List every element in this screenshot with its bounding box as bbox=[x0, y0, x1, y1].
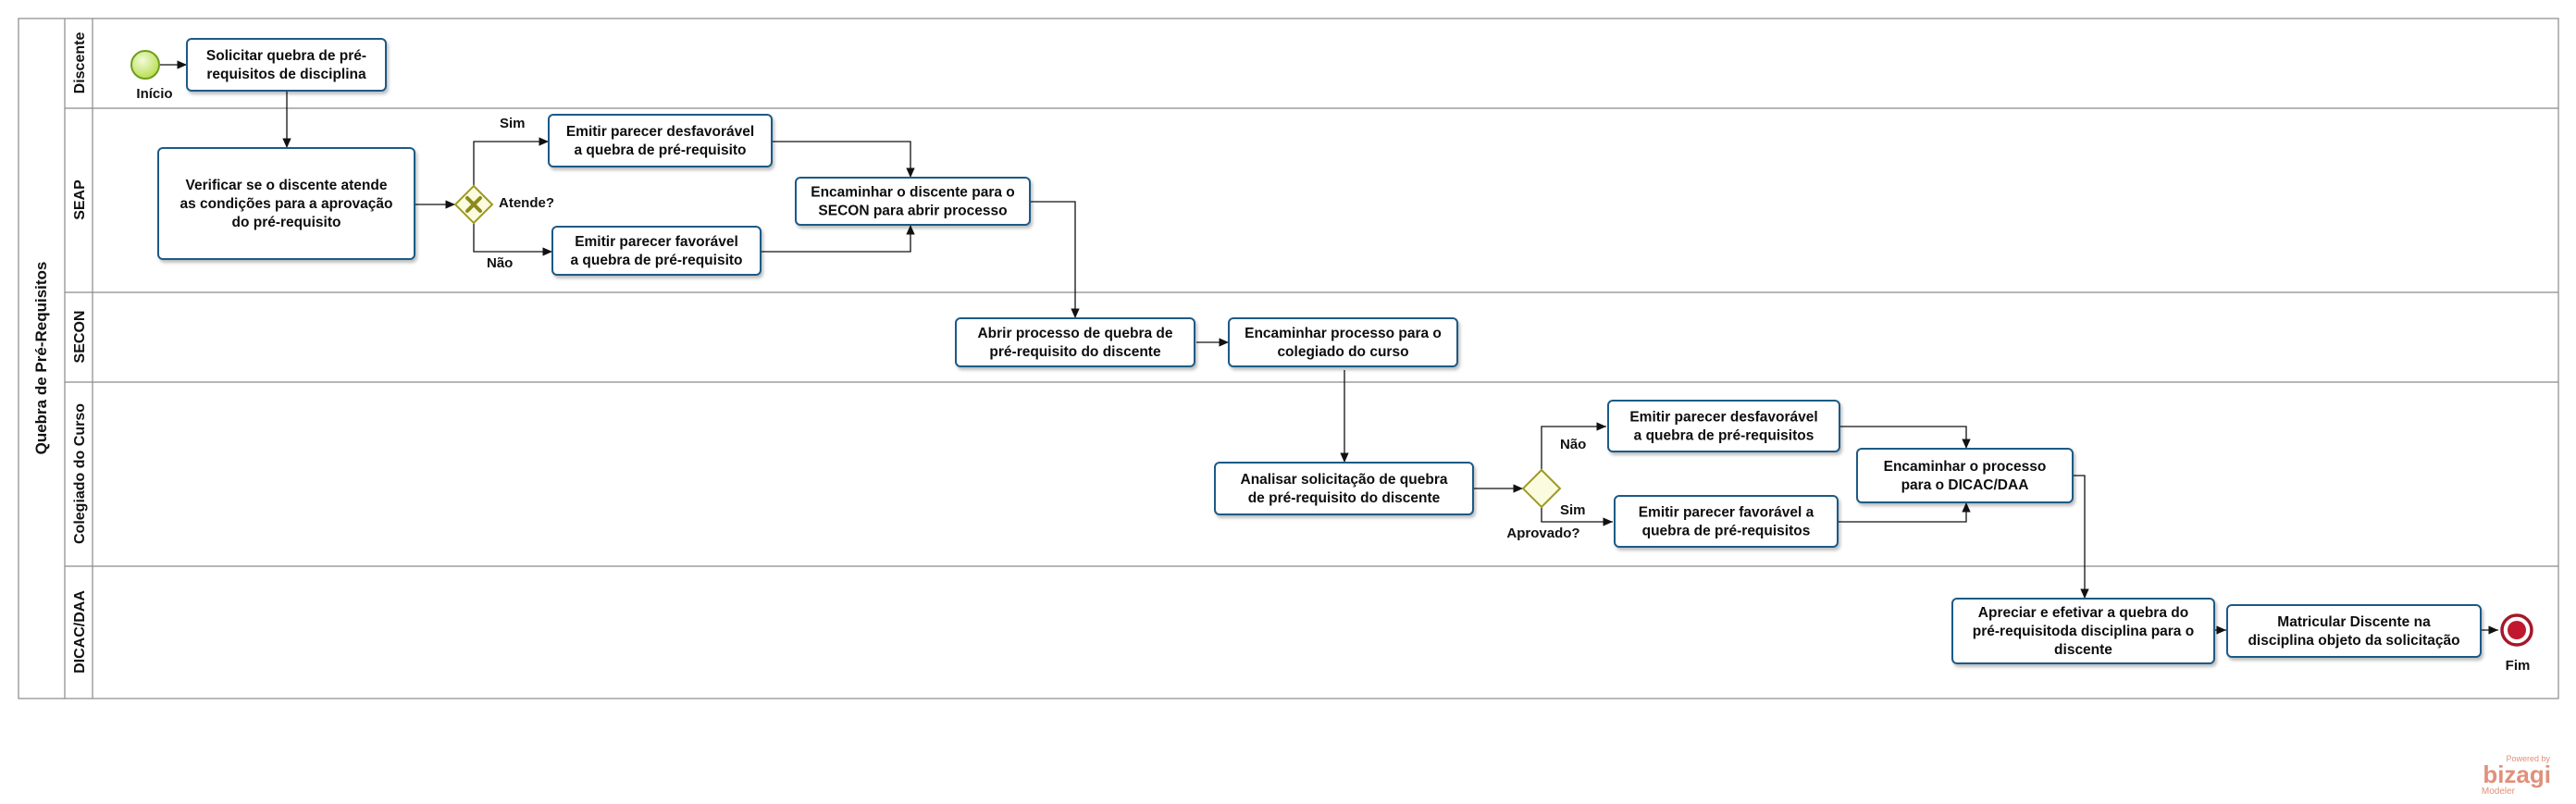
task-encaminhar-colegiado[interactable]: Encaminhar processo para o colegiado do c… bbox=[1228, 317, 1458, 367]
task-emitir-favoravel-colegiado-label-line: Emitir parecer favorável a bbox=[1639, 505, 1814, 521]
flow-label-nao-1: Não bbox=[487, 255, 513, 271]
task-abrir-processo-label-line: Abrir processo de quebra de bbox=[977, 326, 1172, 341]
task-encaminhar-dicac-label-line: Encaminhar o processo bbox=[1884, 459, 2047, 475]
pool-title: Quebra de Pré-Requisitos bbox=[32, 262, 50, 455]
task-emitir-favoravel-seap[interactable]: Emitir parecer favorável a quebra de pré-… bbox=[551, 226, 762, 276]
task-encaminhar-secon[interactable]: Encaminhar o discente para o SECON para a… bbox=[795, 177, 1031, 226]
tasks: Solicitar quebra de pré-requisitos de di… bbox=[157, 38, 2482, 664]
task-matricular-discente-label-line: Matricular Discente na bbox=[2277, 614, 2431, 630]
task-encaminhar-secon-label-line: Encaminhar o discente para o bbox=[811, 185, 1015, 201]
brand-name: bizagi bbox=[2483, 761, 2551, 788]
flow-label-sim-2: Sim bbox=[1560, 502, 1586, 518]
task-emitir-desfavoravel-colegiado-label-line: Emitir parecer desfavorável bbox=[1629, 410, 1817, 426]
task-apreciar-efetivar[interactable]: Apreciar e efetivar a quebra do pré-requi… bbox=[1951, 598, 2215, 664]
task-emitir-favoravel-colegiado[interactable]: Emitir parecer favorável a quebra de pré-… bbox=[1614, 495, 1839, 548]
task-abrir-processo-label-line: pré-requisito do discente bbox=[989, 344, 1161, 360]
task-verificar-condicoes-label-line: do pré-requisito bbox=[232, 215, 341, 230]
task-solicitar-quebra-label-line: requisitos de disciplina bbox=[206, 67, 366, 82]
lane-label-discente: Discente bbox=[72, 32, 88, 94]
task-emitir-favoravel-colegiado-label-line: quebra de pré-requisitos bbox=[1642, 524, 1811, 539]
task-emitir-favoravel-seap-label-line: a quebra de pré-requisito bbox=[570, 253, 742, 268]
task-encaminhar-colegiado-label-line: Encaminhar processo para o bbox=[1245, 326, 1442, 341]
task-apreciar-efetivar-label-line: Apreciar e efetivar a quebra do bbox=[1978, 605, 2188, 621]
task-matricular-discente[interactable]: Matricular Discente na disciplina objeto … bbox=[2226, 604, 2482, 658]
brand-product: Modeler bbox=[2482, 786, 2516, 797]
task-abrir-processo[interactable]: Abrir processo de quebra de pré-requisito… bbox=[955, 317, 1195, 367]
task-verificar-condicoes-label-line: Verificar se o discente atende bbox=[186, 178, 388, 193]
task-apreciar-efetivar-label-line: discente bbox=[2054, 642, 2112, 658]
end-event-label: Fim bbox=[2506, 658, 2531, 674]
task-analisar-solicitacao-label-line: de pré-requisito do discente bbox=[1248, 490, 1441, 506]
task-encaminhar-dicac[interactable]: Encaminhar o processo para o DICAC/DAA bbox=[1856, 448, 2074, 503]
task-emitir-desfavoravel-colegiado-label-line: a quebra de pré-requisitos bbox=[1634, 428, 1814, 444]
lane-label-colegiado: Colegiado do Curso bbox=[72, 403, 88, 544]
task-solicitar-quebra-label-line: Solicitar quebra de pré- bbox=[206, 48, 366, 64]
task-encaminhar-colegiado-label-line: colegiado do curso bbox=[1277, 344, 1408, 360]
task-emitir-desfavoravel-colegiado[interactable]: Emitir parecer desfavorável a quebra de p… bbox=[1607, 400, 1840, 452]
gateway-aprovado[interactable]: Aprovado? bbox=[1506, 468, 1580, 541]
task-analisar-solicitacao-label-line: Analisar solicitação de quebra bbox=[1241, 472, 1448, 488]
task-encaminhar-dicac-label-line: para o DICAC/DAA bbox=[1901, 477, 2029, 493]
task-encaminhar-secon-label-line: SECON para abrir processo bbox=[818, 204, 1007, 219]
task-emitir-favoravel-seap-label-line: Emitir parecer favorável bbox=[575, 234, 738, 250]
gateway-atende[interactable]: Atende? bbox=[453, 184, 554, 225]
task-emitir-desfavoravel-seap[interactable]: Emitir parecer desfavorável a quebra de p… bbox=[548, 114, 773, 167]
task-emitir-desfavoravel-seap-label-line: Emitir parecer desfavorável bbox=[566, 124, 754, 140]
flow-label-sim-1: Sim bbox=[500, 116, 526, 131]
brand-powered: Powered by bbox=[2506, 754, 2550, 763]
task-verificar-condicoes-label-line: as condições para a aprovação bbox=[180, 196, 392, 212]
end-event[interactable]: Fim bbox=[2500, 613, 2533, 674]
lane-label-dicac: DICAC/DAA bbox=[72, 590, 88, 674]
flow-label-nao-2: Não bbox=[1560, 437, 1586, 452]
start-event-label: Início bbox=[136, 86, 172, 102]
flow-labels: Sim Não Não Sim bbox=[487, 116, 1586, 518]
task-apreciar-efetivar-label-line: pré-requisitoda disciplina para o bbox=[1973, 624, 2194, 639]
start-event[interactable]: Início bbox=[130, 50, 173, 102]
task-solicitar-quebra[interactable]: Solicitar quebra de pré-requisitos de di… bbox=[186, 38, 387, 92]
task-analisar-solicitacao[interactable]: Analisar solicitação de quebra de pré-req… bbox=[1214, 462, 1474, 515]
lane-label-seap: SEAP bbox=[72, 179, 88, 220]
bizagi-logo: Powered by bizagi Modeler bbox=[2482, 754, 2551, 797]
gateway-aprovado-label: Aprovado? bbox=[1506, 526, 1579, 541]
gateway-atende-label: Atende? bbox=[499, 195, 554, 211]
lane-label-secon: SECON bbox=[72, 311, 88, 364]
task-matricular-discente-label-line: disciplina objeto da solicitação bbox=[2248, 633, 2459, 649]
task-verificar-condicoes[interactable]: Verificar se o discente atende as condiçõ… bbox=[157, 147, 415, 260]
task-emitir-desfavoravel-seap-label-line: a quebra de pré-requisito bbox=[574, 142, 746, 158]
sequence-flows bbox=[160, 60, 2498, 635]
